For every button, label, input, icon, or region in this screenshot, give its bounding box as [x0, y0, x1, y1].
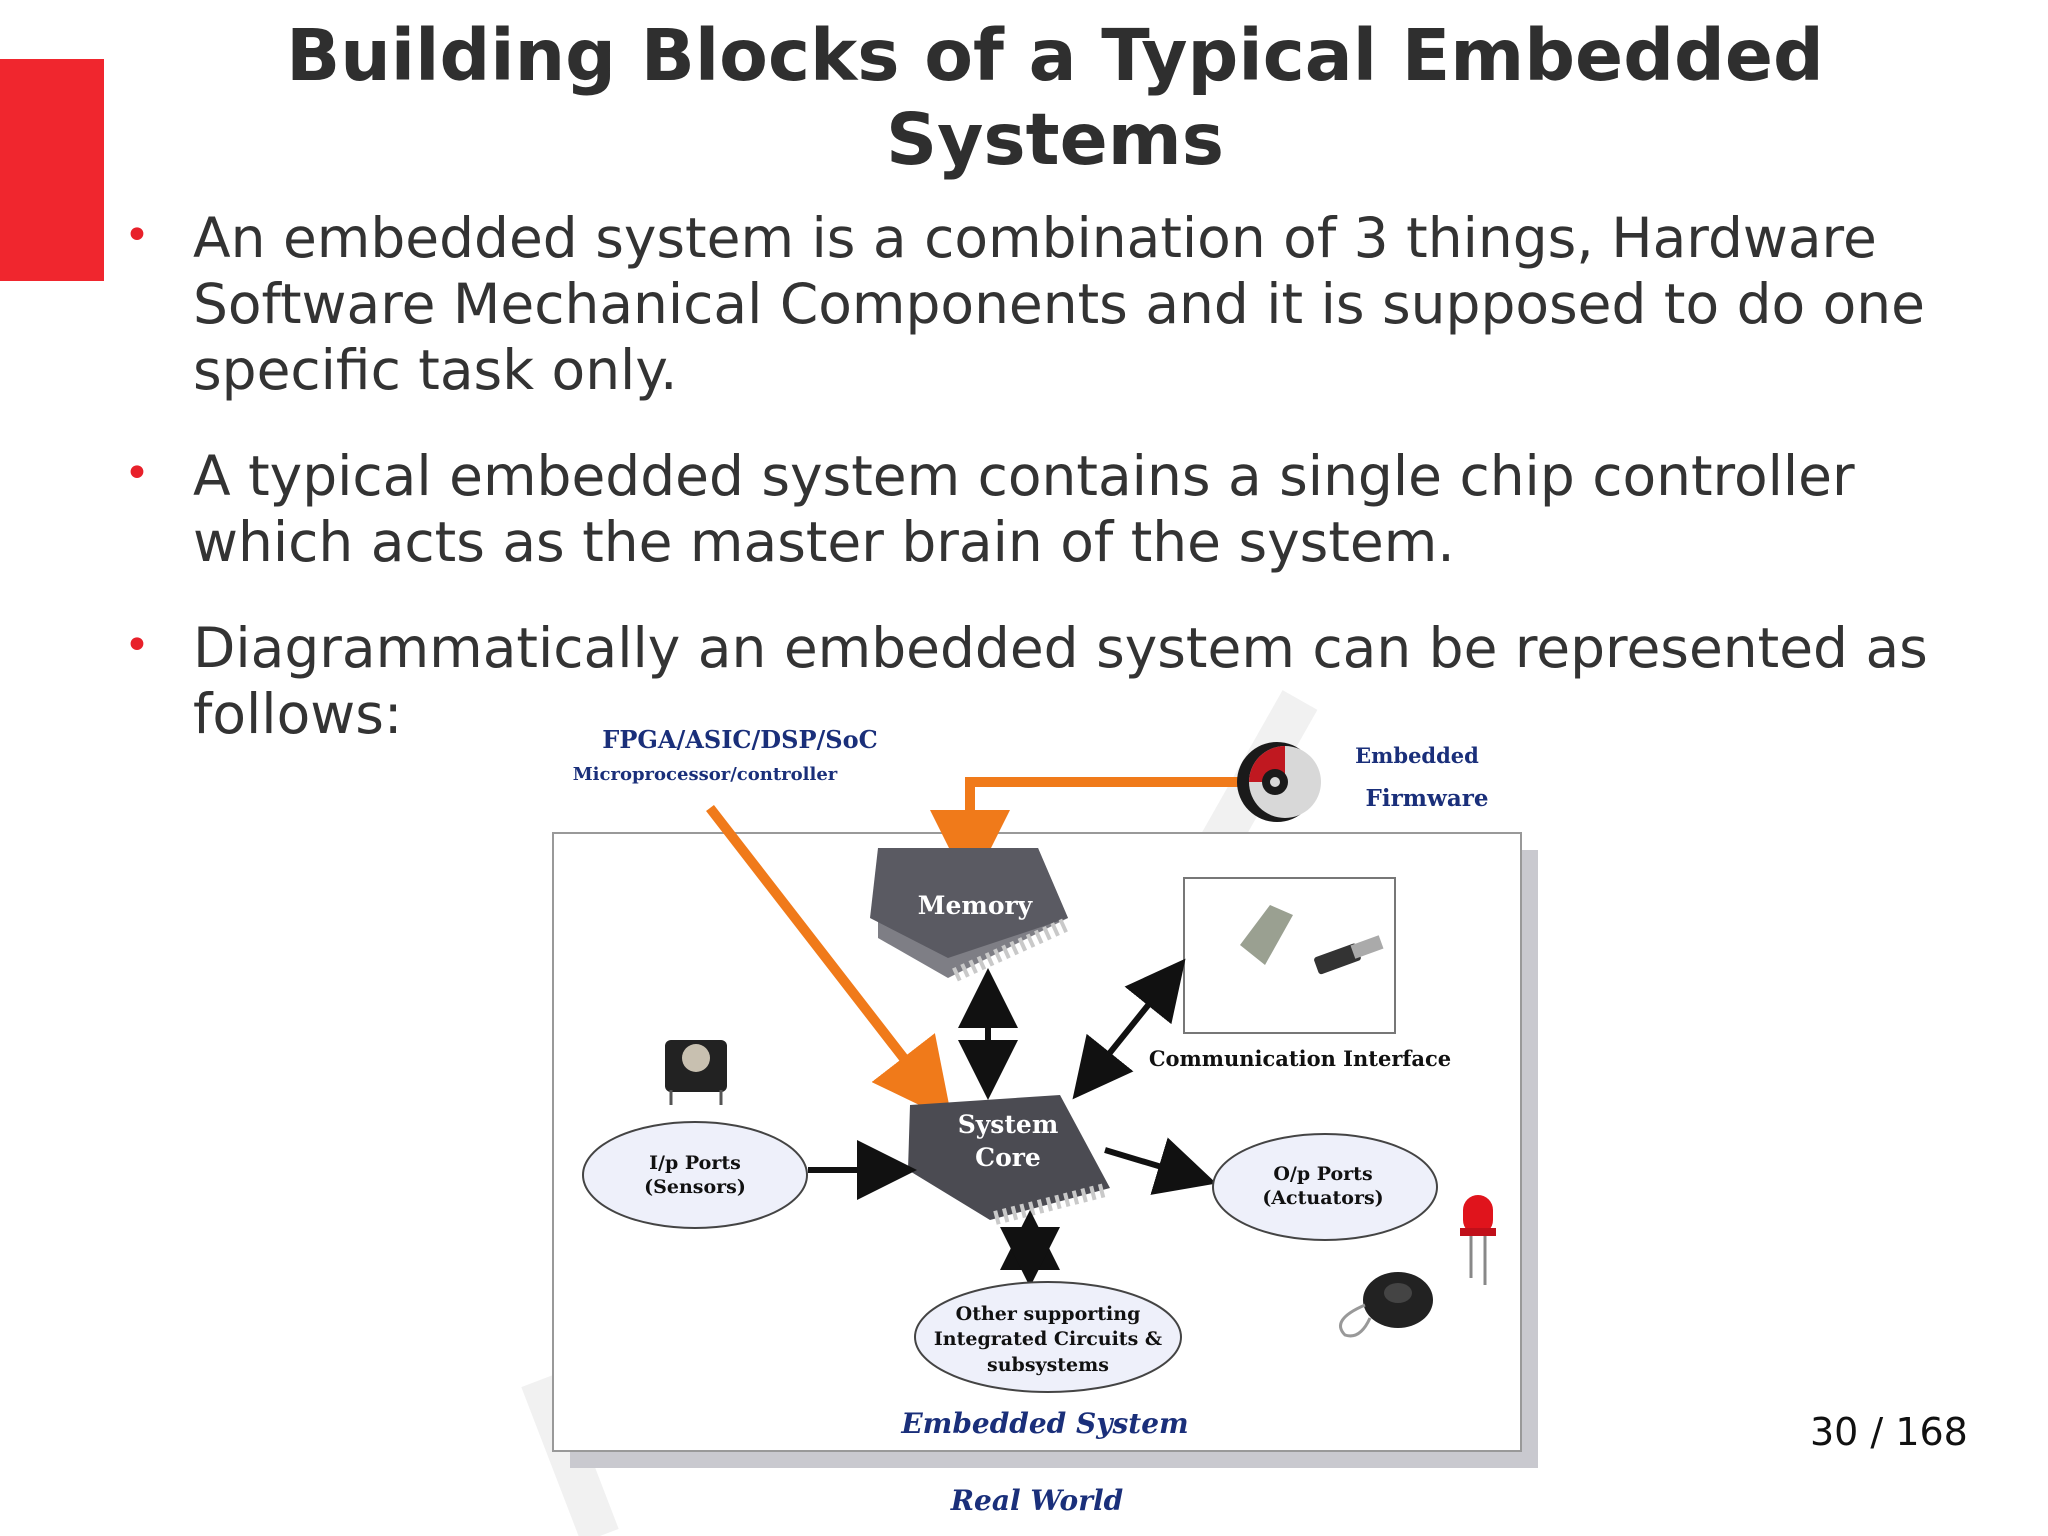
- bullet-item: • An embedded system is a combination of …: [120, 205, 2020, 403]
- processor-label: FPGA/ASIC/DSP/SoC: [602, 725, 877, 754]
- orange-arrow-firmware: [930, 777, 1245, 890]
- output-actuators-label: (Actuators): [1262, 1187, 1383, 1209]
- slide-title: Building Blocks of a Typical Embedded Sy…: [286, 14, 1824, 181]
- bullet-item: • Diagrammatically an embedded system can…: [120, 615, 2020, 747]
- bullet-icon: •: [124, 210, 150, 261]
- bullet-list: • An embedded system is a combination of …: [120, 205, 2020, 787]
- output-ports-ellipse: [1212, 1133, 1438, 1241]
- input-ports-ellipse: [582, 1121, 808, 1229]
- led-icon: [1460, 1195, 1496, 1285]
- comm-interface-label: Communication Interface: [1149, 1046, 1451, 1071]
- real-world-label: Real World: [950, 1484, 1123, 1517]
- bullet-text: An embedded system is a combination of 3…: [193, 206, 1925, 402]
- input-sensors-label: (Sensors): [644, 1176, 746, 1198]
- bullet-text: A typical embedded system contains a sin…: [193, 444, 1855, 574]
- orange-arrow-processor: [706, 804, 953, 1121]
- bullet-icon: •: [124, 620, 150, 671]
- system-core-label-2: Core: [975, 1143, 1041, 1172]
- input-ports-label: I/p Ports: [649, 1152, 741, 1174]
- disc-icon: [1237, 742, 1321, 822]
- buzzer-icon: [1339, 1272, 1433, 1338]
- microcontroller-label: Microprocessor/controller: [573, 764, 838, 785]
- support-label-2: Integrated Circuits &: [934, 1328, 1162, 1350]
- core-output-arrow: [1104, 1137, 1217, 1195]
- page-number: 30 / 168: [1810, 1410, 1968, 1454]
- bullet-icon: •: [124, 448, 150, 499]
- memory-chip-icon: [870, 848, 1068, 982]
- core-comm-arrow: [1072, 958, 1186, 1100]
- push-button-icon: [665, 1040, 727, 1105]
- connector-icon: [1240, 905, 1384, 975]
- support-ics-ellipse: [914, 1281, 1182, 1393]
- firmware-label-bottom: Firmware: [1366, 785, 1489, 812]
- bullet-text: Diagrammatically an embedded system can …: [193, 616, 1928, 746]
- memory-label: Memory: [918, 891, 1034, 920]
- support-label-1: Other supporting: [956, 1303, 1141, 1325]
- bullet-item: • A typical embedded system contains a si…: [120, 443, 2020, 575]
- embedded-system-label: Embedded System: [900, 1407, 1188, 1440]
- output-ports-label: O/p Ports: [1273, 1163, 1372, 1185]
- firmware-label-top: Embedded: [1355, 743, 1479, 768]
- system-core-label-1: System: [958, 1110, 1059, 1139]
- support-label-3: subsystems: [987, 1354, 1109, 1376]
- accent-bar: [0, 59, 104, 281]
